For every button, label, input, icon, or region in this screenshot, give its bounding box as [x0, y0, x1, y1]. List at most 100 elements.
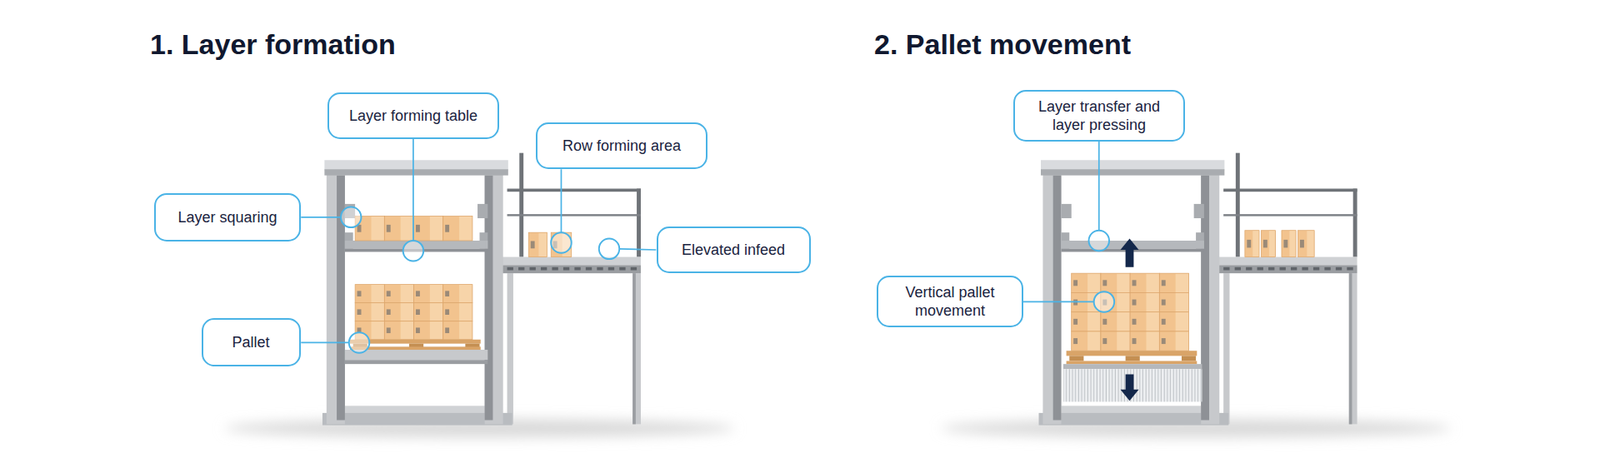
- callout-box: Row forming area: [535, 122, 708, 170]
- infeed-conveyor: [1218, 257, 1358, 266]
- railing-post: [1353, 189, 1358, 258]
- railing-rail: [507, 214, 641, 216]
- carton-face: [1087, 273, 1101, 293]
- carton-label: [415, 327, 420, 334]
- carton: [550, 232, 571, 257]
- column: [1042, 171, 1061, 425]
- carton-label: [1102, 338, 1107, 345]
- pallet-block: [1069, 355, 1084, 361]
- carton: [414, 216, 444, 241]
- carton-edge: [384, 303, 414, 322]
- callout-text: Layer transfer and layer pressing: [1028, 97, 1170, 135]
- top-beam-shade: [1040, 169, 1225, 175]
- carton-face: [430, 321, 444, 340]
- callout-box: Layer squaring: [154, 193, 301, 242]
- conveyor-roller: [1335, 267, 1342, 271]
- carton: [1071, 331, 1101, 351]
- infeed-leg: [632, 273, 641, 425]
- callout-box: Layer transfer and layer pressing: [1013, 90, 1185, 142]
- carton-face: [1145, 273, 1160, 293]
- top-beam: [324, 160, 508, 170]
- carton-label: [445, 290, 450, 297]
- carton: [1130, 331, 1160, 351]
- callout-circle: [340, 207, 361, 228]
- carton-face: [1116, 312, 1130, 332]
- carton-label: [1073, 338, 1078, 345]
- carton-label: [357, 290, 362, 297]
- carton: [414, 303, 444, 322]
- pallet-deck: [1066, 350, 1198, 356]
- infeed-leg-shade: [632, 273, 636, 425]
- carton-face: [400, 321, 415, 340]
- conveyor-roller: [551, 267, 558, 271]
- leader-line: [560, 169, 563, 233]
- carton: [1159, 331, 1189, 351]
- carton-edge: [1071, 331, 1101, 351]
- railing-post: [519, 153, 524, 258]
- carton-edge: [1159, 312, 1189, 332]
- infeed-leg: [1223, 273, 1230, 425]
- callout-box: Elevated infeed: [656, 226, 811, 274]
- carton-face: [1145, 331, 1160, 351]
- conveyor-roller: [540, 267, 547, 271]
- top-beam-shade: [324, 169, 508, 175]
- carton: [1245, 230, 1260, 258]
- carton: [1100, 273, 1130, 293]
- carton: [1071, 273, 1101, 293]
- carton-label: [1300, 240, 1305, 249]
- carton-face: [430, 303, 444, 322]
- conveyor-roller: [1324, 267, 1330, 271]
- carton: [1159, 292, 1189, 312]
- carton: [1130, 292, 1160, 312]
- callout-text: Row forming area: [562, 136, 681, 155]
- leader-line: [300, 216, 341, 219]
- carton-label: [1283, 240, 1288, 249]
- carton: [1260, 230, 1275, 258]
- leader-line: [412, 139, 415, 241]
- carton: [1071, 312, 1101, 332]
- carton-edge: [384, 285, 414, 304]
- railing-post: [1235, 153, 1240, 258]
- carton-edge: [384, 321, 414, 340]
- carton-face: [459, 303, 473, 322]
- top-beam: [1040, 160, 1225, 170]
- carton-label: [386, 327, 391, 334]
- carton-face: [1116, 273, 1130, 293]
- carton-edge: [1159, 331, 1189, 351]
- base-plate: [322, 413, 513, 426]
- carton-edge: [1100, 273, 1130, 293]
- carton-face: [370, 216, 385, 241]
- callout-circle: [403, 240, 424, 261]
- conveyor-roller: [596, 267, 603, 271]
- carton-edge: [384, 216, 414, 241]
- carton-label: [445, 327, 450, 334]
- carton: [1159, 273, 1189, 293]
- carton-label: [1263, 240, 1268, 249]
- carton-face: [400, 303, 415, 322]
- pallet-deck: [1066, 360, 1198, 365]
- infeed-leg-shade: [1349, 273, 1353, 425]
- callout-box: Layer forming table: [327, 92, 500, 140]
- infeed-conveyor-side: [501, 265, 641, 274]
- palletizer-left: [224, 153, 735, 439]
- carton-label: [1161, 280, 1166, 286]
- conveyor-roller: [1245, 267, 1252, 271]
- squaring-arm: [477, 204, 488, 219]
- carton-edge: [1159, 292, 1189, 312]
- carton-label: [1246, 240, 1251, 249]
- carton: [414, 285, 444, 304]
- callout-circle: [599, 239, 620, 260]
- pallet-block: [1125, 355, 1140, 361]
- pallet-lift-shade: [345, 360, 488, 365]
- carton-face: [1087, 331, 1101, 351]
- carton-label: [1073, 319, 1078, 325]
- infeed-conveyor: [501, 257, 641, 266]
- carton-face: [459, 216, 473, 241]
- carton: [384, 216, 414, 241]
- base-plate: [1039, 413, 1230, 426]
- carton-edge: [550, 232, 571, 257]
- carton-edge: [443, 303, 473, 322]
- carton: [443, 285, 473, 304]
- callout-circle: [349, 332, 370, 353]
